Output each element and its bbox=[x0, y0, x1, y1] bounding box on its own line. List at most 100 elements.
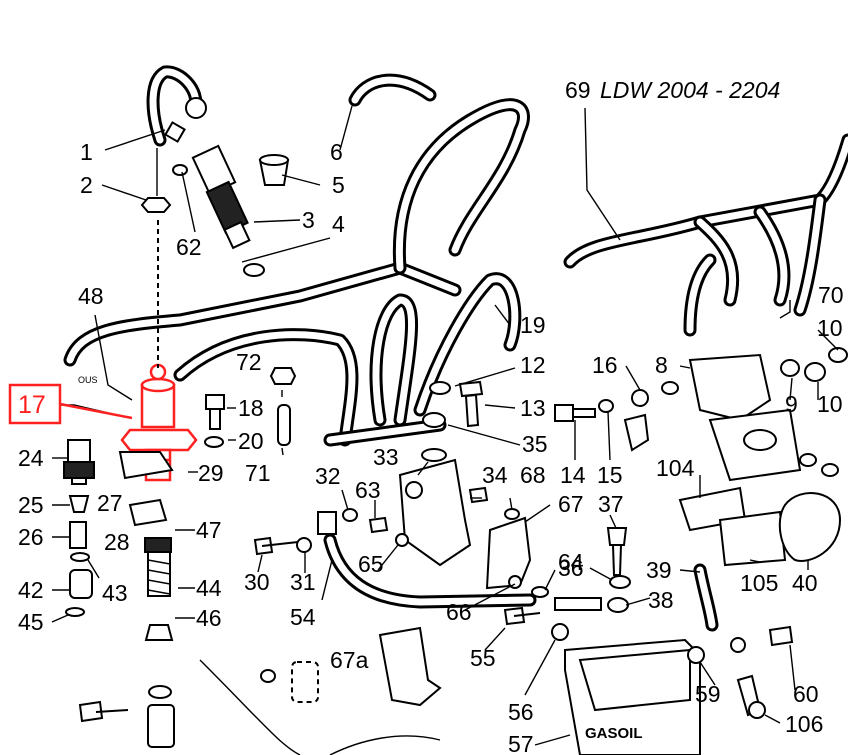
feed-pump bbox=[688, 353, 802, 482]
washer-38 bbox=[607, 597, 629, 613]
callout-42: 42 bbox=[18, 577, 44, 603]
callout-3: 3 bbox=[302, 207, 315, 233]
washer-35 bbox=[422, 412, 446, 428]
washer-64 bbox=[531, 586, 549, 598]
callout-18: 18 bbox=[238, 395, 264, 421]
washer-8 bbox=[661, 381, 679, 395]
callout-14: 14 bbox=[560, 462, 586, 488]
callout-8: 8 bbox=[655, 352, 668, 378]
callout-60: 60 bbox=[793, 681, 819, 707]
callout-10a: 10 bbox=[817, 315, 843, 341]
bolt-55 bbox=[503, 606, 541, 626]
part-43 bbox=[70, 552, 90, 562]
part-45 bbox=[65, 607, 85, 617]
callout-55: 55 bbox=[470, 645, 496, 671]
screw-34 bbox=[468, 486, 489, 504]
callout-numbers: 1 2 3 4 5 6 62 48 19 12 13 35 72 18 20 7… bbox=[18, 139, 844, 755]
callout-1: 1 bbox=[80, 139, 93, 165]
callout-28: 28 bbox=[104, 529, 130, 555]
callout-63: 63 bbox=[355, 477, 381, 503]
callout-9: 9 bbox=[785, 391, 798, 417]
callout-5: 5 bbox=[332, 172, 345, 198]
sleeve-bl bbox=[147, 704, 175, 748]
callout-59: 59 bbox=[695, 681, 721, 707]
washer-65 bbox=[395, 533, 409, 547]
injector bbox=[164, 97, 251, 250]
bolt-13 bbox=[458, 380, 484, 428]
bolt-18 bbox=[205, 394, 225, 430]
callout-67: 67 bbox=[558, 491, 584, 517]
callout-15: 15 bbox=[597, 462, 623, 488]
washer-20 bbox=[204, 436, 224, 448]
washer-68 bbox=[504, 508, 520, 520]
callout-24: 24 bbox=[18, 445, 44, 471]
callout-66: 66 bbox=[446, 599, 472, 625]
washer-9 bbox=[780, 359, 800, 377]
callout-64: 64 bbox=[558, 549, 584, 575]
washer-4 bbox=[243, 263, 265, 277]
callout-26: 26 bbox=[18, 524, 44, 550]
washer-12 bbox=[429, 381, 451, 395]
callout-12: 12 bbox=[520, 352, 546, 378]
leader-lines bbox=[51, 105, 839, 746]
fitting-24 bbox=[63, 439, 95, 485]
callout-40: 40 bbox=[792, 570, 818, 596]
part-46 bbox=[144, 624, 174, 641]
callout-13: 13 bbox=[520, 395, 546, 421]
callout-104: 104 bbox=[656, 455, 695, 481]
fuel-tank: GASOIL bbox=[564, 638, 701, 755]
callout-10b: 10 bbox=[817, 391, 843, 417]
callout-71: 71 bbox=[245, 460, 271, 486]
callout-27: 27 bbox=[97, 490, 123, 516]
callout-46: 46 bbox=[196, 605, 222, 631]
part-42 bbox=[69, 569, 93, 599]
washer-36 bbox=[609, 575, 631, 589]
callout-62: 62 bbox=[176, 234, 202, 260]
part-27 bbox=[128, 498, 168, 527]
bolt-37 bbox=[606, 527, 628, 576]
part-67a bbox=[378, 626, 442, 707]
nut-72 bbox=[269, 367, 297, 385]
bolt-bl bbox=[78, 700, 129, 723]
banjo-16 bbox=[623, 413, 650, 452]
gasket-105 bbox=[718, 510, 787, 567]
callout-25: 25 bbox=[18, 492, 44, 518]
callout-29: 29 bbox=[198, 460, 224, 486]
washer-31 bbox=[296, 537, 312, 553]
highlight-callout-17: 17 bbox=[8, 383, 133, 425]
callout-47: 47 bbox=[196, 517, 222, 543]
callout-54: 54 bbox=[290, 604, 316, 630]
nut-2 bbox=[140, 197, 172, 213]
callout-57: 57 bbox=[508, 731, 534, 755]
callout-2: 2 bbox=[80, 172, 93, 198]
callout-6: 6 bbox=[330, 139, 343, 165]
callout-32: 32 bbox=[315, 463, 341, 489]
pipe-tag: OUS bbox=[78, 375, 98, 385]
part-10b bbox=[804, 362, 826, 382]
pin-71 bbox=[277, 404, 291, 446]
bolt-30 bbox=[253, 536, 299, 556]
screw-63 bbox=[368, 516, 389, 534]
callout-105: 105 bbox=[740, 570, 778, 596]
callout-68: 68 bbox=[520, 462, 546, 488]
washer-15 bbox=[598, 399, 614, 413]
callout-4: 4 bbox=[332, 211, 345, 237]
callout-20: 20 bbox=[238, 428, 264, 454]
callout-65: 65 bbox=[358, 551, 384, 577]
callout-37: 37 bbox=[598, 491, 624, 517]
callout-38: 38 bbox=[648, 587, 674, 613]
parts: GASOIL bbox=[63, 97, 848, 755]
callout-45: 45 bbox=[18, 609, 44, 635]
washer-62 bbox=[172, 164, 188, 176]
part-28 bbox=[144, 537, 172, 553]
spring-44 bbox=[147, 551, 171, 597]
hose-36 bbox=[554, 597, 602, 611]
part-25 bbox=[68, 495, 90, 513]
gasket-40 bbox=[778, 492, 842, 562]
callout-48: 48 bbox=[78, 283, 104, 309]
plate-29 bbox=[118, 451, 174, 480]
washer-56 bbox=[551, 623, 569, 641]
callout-106: 106 bbox=[785, 711, 823, 737]
highlight-label: 17 bbox=[18, 391, 46, 419]
